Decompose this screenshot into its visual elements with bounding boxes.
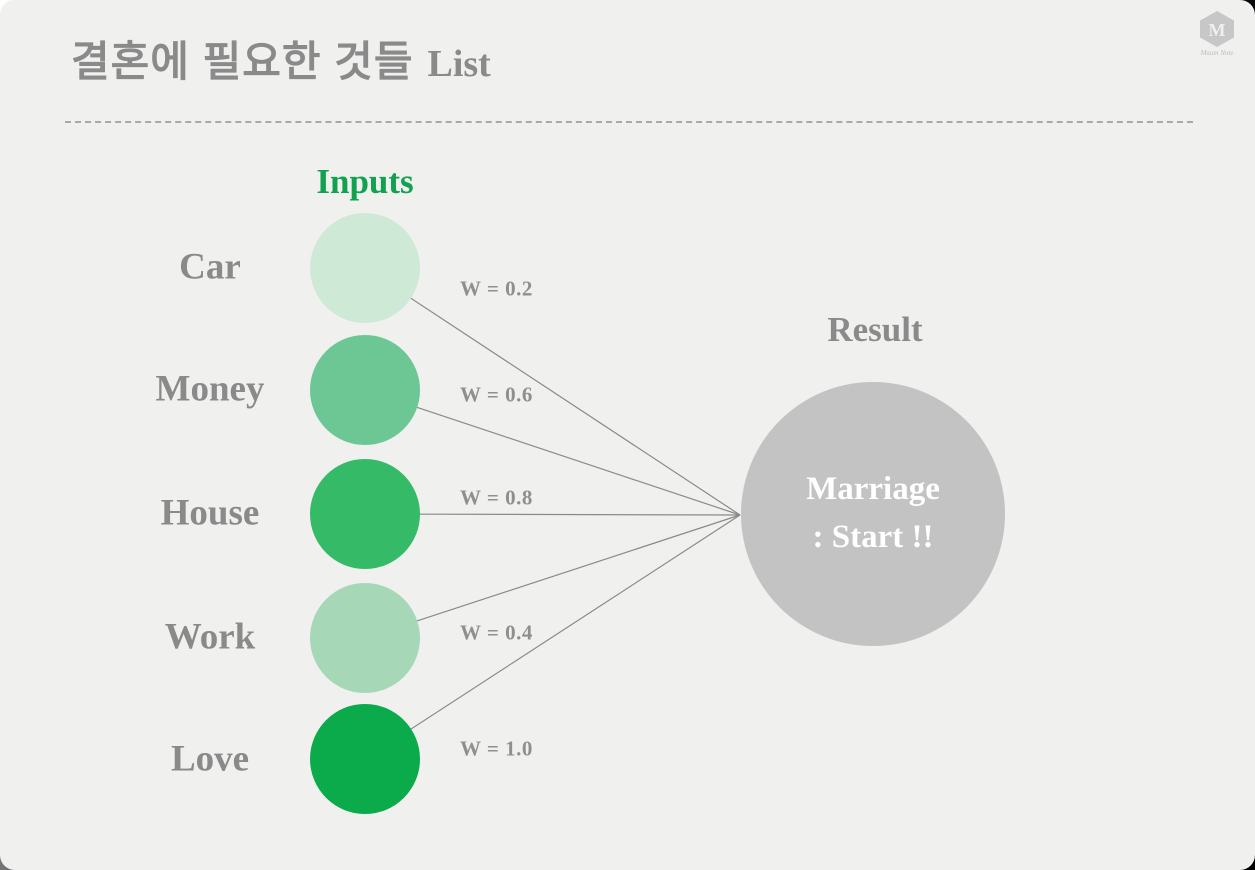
input-label-car: Car bbox=[179, 246, 241, 288]
input-label-house: House bbox=[160, 492, 260, 534]
weight-label-work: W = 0.4 bbox=[460, 620, 533, 645]
weight-label-money: W = 0.6 bbox=[460, 382, 533, 407]
result-node-line1: Marriage bbox=[806, 471, 940, 508]
input-node-car bbox=[310, 213, 420, 323]
input-node-love bbox=[310, 704, 420, 814]
connection-line-work bbox=[364, 514, 741, 639]
svg-text:M: M bbox=[1209, 20, 1226, 40]
result-node: Marriage : Start !! bbox=[741, 382, 1005, 646]
input-label-love: Love bbox=[170, 738, 250, 780]
connection-line-car bbox=[364, 267, 741, 516]
page-title-suffix: List bbox=[427, 43, 491, 85]
input-label-work: Work bbox=[164, 616, 256, 658]
logo: M Maum Note bbox=[1195, 10, 1239, 57]
input-node-money bbox=[310, 335, 420, 445]
logo-wordmark: Maum Note bbox=[1200, 49, 1234, 57]
weight-label-love: W = 1.0 bbox=[460, 736, 533, 761]
result-heading: Result bbox=[827, 310, 923, 349]
connection-line-house bbox=[364, 513, 741, 516]
weight-label-car: W = 0.2 bbox=[460, 276, 533, 301]
dashed-divider bbox=[65, 121, 1193, 123]
page-title-korean: 결혼에 필요한 것들 bbox=[71, 38, 414, 85]
inputs-heading: Inputs bbox=[316, 162, 414, 201]
hexagon-monogram-icon: M bbox=[1200, 11, 1234, 47]
connection-line-money bbox=[364, 389, 741, 516]
input-node-work bbox=[310, 583, 420, 693]
input-label-money: Money bbox=[155, 368, 265, 410]
page-title: 결혼에 필요한 것들 List bbox=[71, 38, 491, 87]
connection-line-love bbox=[364, 514, 741, 760]
result-node-line2: : Start !! bbox=[812, 519, 934, 555]
weight-label-house: W = 0.8 bbox=[460, 485, 533, 510]
input-node-house bbox=[310, 459, 420, 569]
